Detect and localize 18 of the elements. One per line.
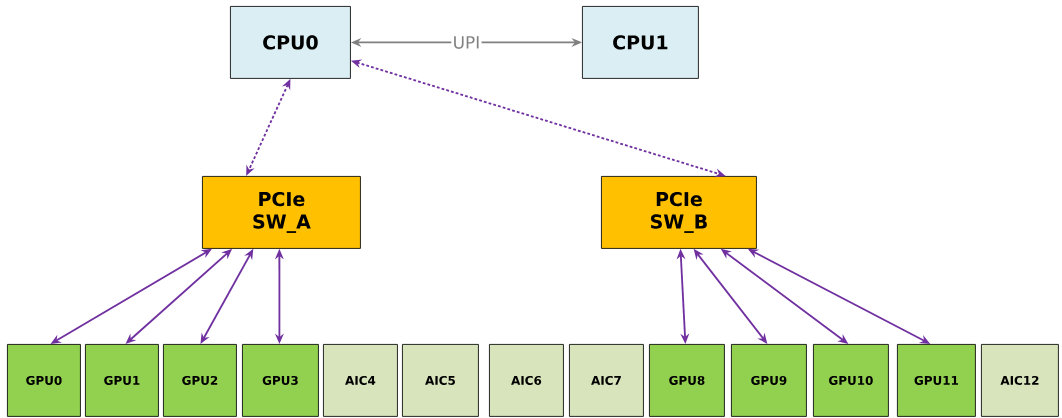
processor-box: CPU1 bbox=[582, 6, 699, 79]
gpu-box: GPU8 bbox=[649, 344, 725, 417]
switch-box: PCIe SW_B bbox=[601, 176, 757, 249]
gpu-box: GPU0 bbox=[7, 344, 81, 417]
gpu-box: GPU3 bbox=[242, 344, 319, 417]
gpu-box: GPU10 bbox=[813, 344, 889, 417]
gpu-box: GPU11 bbox=[897, 344, 976, 417]
card-box: AIC7 bbox=[569, 344, 644, 417]
card-box: AIC12 bbox=[981, 344, 1059, 417]
processor-box: CPU0 bbox=[230, 6, 351, 79]
gpu-box: GPU9 bbox=[731, 344, 807, 417]
card-box: AIC6 bbox=[489, 344, 564, 417]
gpu-box: GPU2 bbox=[163, 344, 237, 417]
switch-box: PCIe SW_A bbox=[202, 176, 361, 249]
card-box: AIC5 bbox=[402, 344, 479, 417]
gpu-box: GPU1 bbox=[85, 344, 159, 417]
edge-label: UPI bbox=[451, 34, 482, 51]
card-box: AIC4 bbox=[323, 344, 398, 417]
